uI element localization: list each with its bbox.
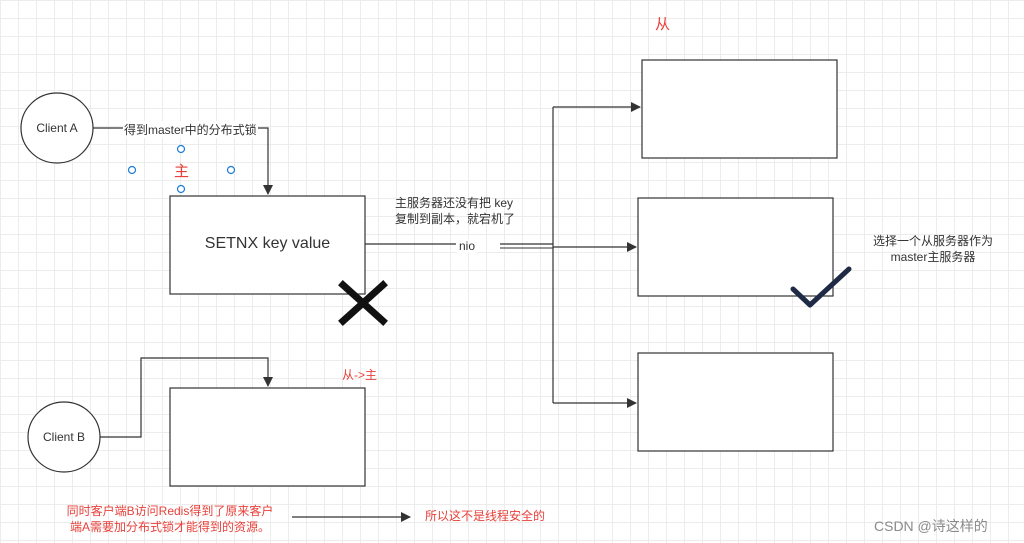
check-icon (790, 266, 852, 308)
client-b-note-line-1: 同时客户端B访问Redis得到了原来客户 (66, 504, 274, 518)
master-mark-label: 主 (174, 163, 190, 180)
conclusion-label: 所以这不是线程安全的 (425, 509, 546, 523)
nio-label: nio (457, 239, 478, 253)
replica-box-3 (637, 352, 834, 452)
crash-note-line-2: 复制到副本，就宕机了 (395, 212, 516, 226)
client-b-label: Client B (42, 430, 86, 444)
selection-handles (127, 144, 236, 194)
setnx-label: SETNX key value (204, 235, 331, 252)
replica-box-2 (637, 197, 834, 297)
cross-icon (338, 280, 388, 326)
watermark: CSDN @诗这样的 (874, 518, 988, 534)
slave-to-master-label: 从->主 (342, 368, 378, 382)
elect-note-line-1: 选择一个从服务器作为 (872, 234, 993, 248)
get-lock-label: 得到master中的分布式锁 (123, 121, 258, 138)
arrow-client-b-to-promoted (100, 357, 273, 438)
client-a-label: Client A (36, 121, 78, 135)
crash-note-line-1: 主服务器还没有把 key (395, 196, 514, 210)
slave-title: 从 (655, 16, 671, 33)
elect-note-line-2: master主服务器 (890, 250, 976, 264)
master-box (169, 195, 366, 295)
replica-box-1 (641, 59, 838, 159)
client-b-note-line-2: 端A需要加分布式锁才能得到的资源。 (69, 520, 270, 534)
promoted-box (169, 387, 366, 487)
